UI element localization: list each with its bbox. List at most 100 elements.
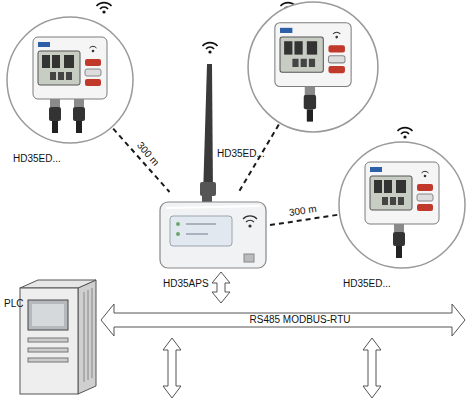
bus-band: RS485 MODBUS-RTU <box>100 303 466 337</box>
sensor-node: HD35ED... <box>246 0 380 134</box>
wifi-arc <box>401 132 409 134</box>
lcd-segment <box>50 72 56 80</box>
plc-node: PLC <box>8 278 100 396</box>
wifi-arc <box>206 47 214 49</box>
lcd-display <box>280 37 323 72</box>
device-label: HD35APS <box>163 278 209 290</box>
lcd-segment <box>294 41 302 54</box>
drive-slot <box>28 338 68 342</box>
wifi-dot <box>424 175 427 178</box>
sensor-circle <box>246 0 380 134</box>
sensor-circle <box>337 140 467 270</box>
wifi-dot <box>335 36 338 39</box>
body-highlight <box>166 206 260 208</box>
cabinet-front <box>20 288 78 394</box>
gateway-node: HD35APS <box>158 192 270 272</box>
screen <box>32 304 64 326</box>
probe-cable <box>307 109 313 121</box>
wifi-arc <box>422 171 429 173</box>
distance-label: 300 m <box>288 203 317 219</box>
probe-cable <box>76 121 82 133</box>
gateway-body <box>160 202 266 268</box>
device-button <box>85 69 101 76</box>
wifi-arc <box>243 216 257 219</box>
lcd-segment <box>384 180 392 193</box>
device-label: PLC <box>4 298 23 310</box>
probe-connector <box>73 107 85 121</box>
device-label: HD35ED... <box>217 148 265 160</box>
wireless-link <box>270 215 338 225</box>
wifi-arc <box>90 46 97 48</box>
circle-outline <box>7 17 133 143</box>
probe-connector <box>49 107 61 121</box>
bus-drop-arrow <box>163 338 181 398</box>
wifi-arc <box>398 128 413 131</box>
lcd-segment <box>66 72 72 80</box>
device-button <box>328 45 344 52</box>
lcd-segment <box>64 55 74 68</box>
probe-connector <box>304 95 316 109</box>
bus-connection-arrow <box>212 272 230 303</box>
gateway-device <box>158 192 270 272</box>
lcd-segment <box>301 59 307 67</box>
wifi-dot <box>403 135 406 138</box>
cable-gland <box>305 87 315 95</box>
wifi-dot <box>248 224 251 227</box>
wireless-link <box>239 125 279 192</box>
bus-drop-arrow <box>363 338 381 398</box>
sensor-circle <box>5 15 135 145</box>
bus-label: RS485 MODBUS-RTU <box>100 303 466 337</box>
device-button <box>85 79 101 86</box>
lcd-segment <box>309 59 315 67</box>
wifi-symbol <box>398 128 413 139</box>
lcd-segment <box>382 197 388 205</box>
lcd-segment <box>374 180 382 193</box>
wifi-dot <box>102 10 105 13</box>
device-button <box>328 56 344 63</box>
side-slot <box>88 290 89 380</box>
device-button <box>417 204 433 211</box>
device-body <box>275 23 351 87</box>
status-led <box>176 232 180 236</box>
probe-cable <box>52 121 58 133</box>
cabinet-side <box>78 280 96 394</box>
lcd-segment <box>42 55 50 68</box>
lcd-segment <box>398 197 404 205</box>
wifi-symbol <box>203 43 218 54</box>
brand-logo <box>280 28 292 33</box>
device-button <box>417 184 433 191</box>
drive-slot <box>28 358 68 362</box>
antenna-whip <box>203 64 213 196</box>
side-slot <box>84 292 85 382</box>
probe-cable <box>396 246 402 258</box>
wireless-link <box>113 129 169 192</box>
wifi-dot <box>92 50 95 53</box>
wifi-arc <box>246 220 254 222</box>
lcd-segment <box>52 55 60 68</box>
cable-gland <box>50 99 60 107</box>
panel-line <box>186 223 216 225</box>
device-body <box>365 162 439 224</box>
antenna <box>200 64 216 196</box>
sensor-node: HD35ED... <box>337 140 467 270</box>
lcd-segment <box>396 180 406 193</box>
device-label: HD35ED... <box>343 278 391 290</box>
probe-connector <box>393 232 405 246</box>
cable-gland <box>244 254 254 262</box>
wifi-dot <box>208 50 211 53</box>
lcd-segment <box>292 59 298 67</box>
wifi-arc <box>203 43 218 46</box>
lcd-display <box>38 51 80 85</box>
bus-outline <box>101 304 465 336</box>
distance-label: 300 m <box>134 140 161 169</box>
lcd-segment <box>58 72 64 80</box>
device-button <box>328 66 344 73</box>
circle-outline <box>248 2 378 132</box>
sensor-node: HD35ED... <box>5 15 135 145</box>
brand-logo <box>38 42 50 47</box>
drive-slot <box>28 348 68 352</box>
device-body <box>33 37 107 99</box>
